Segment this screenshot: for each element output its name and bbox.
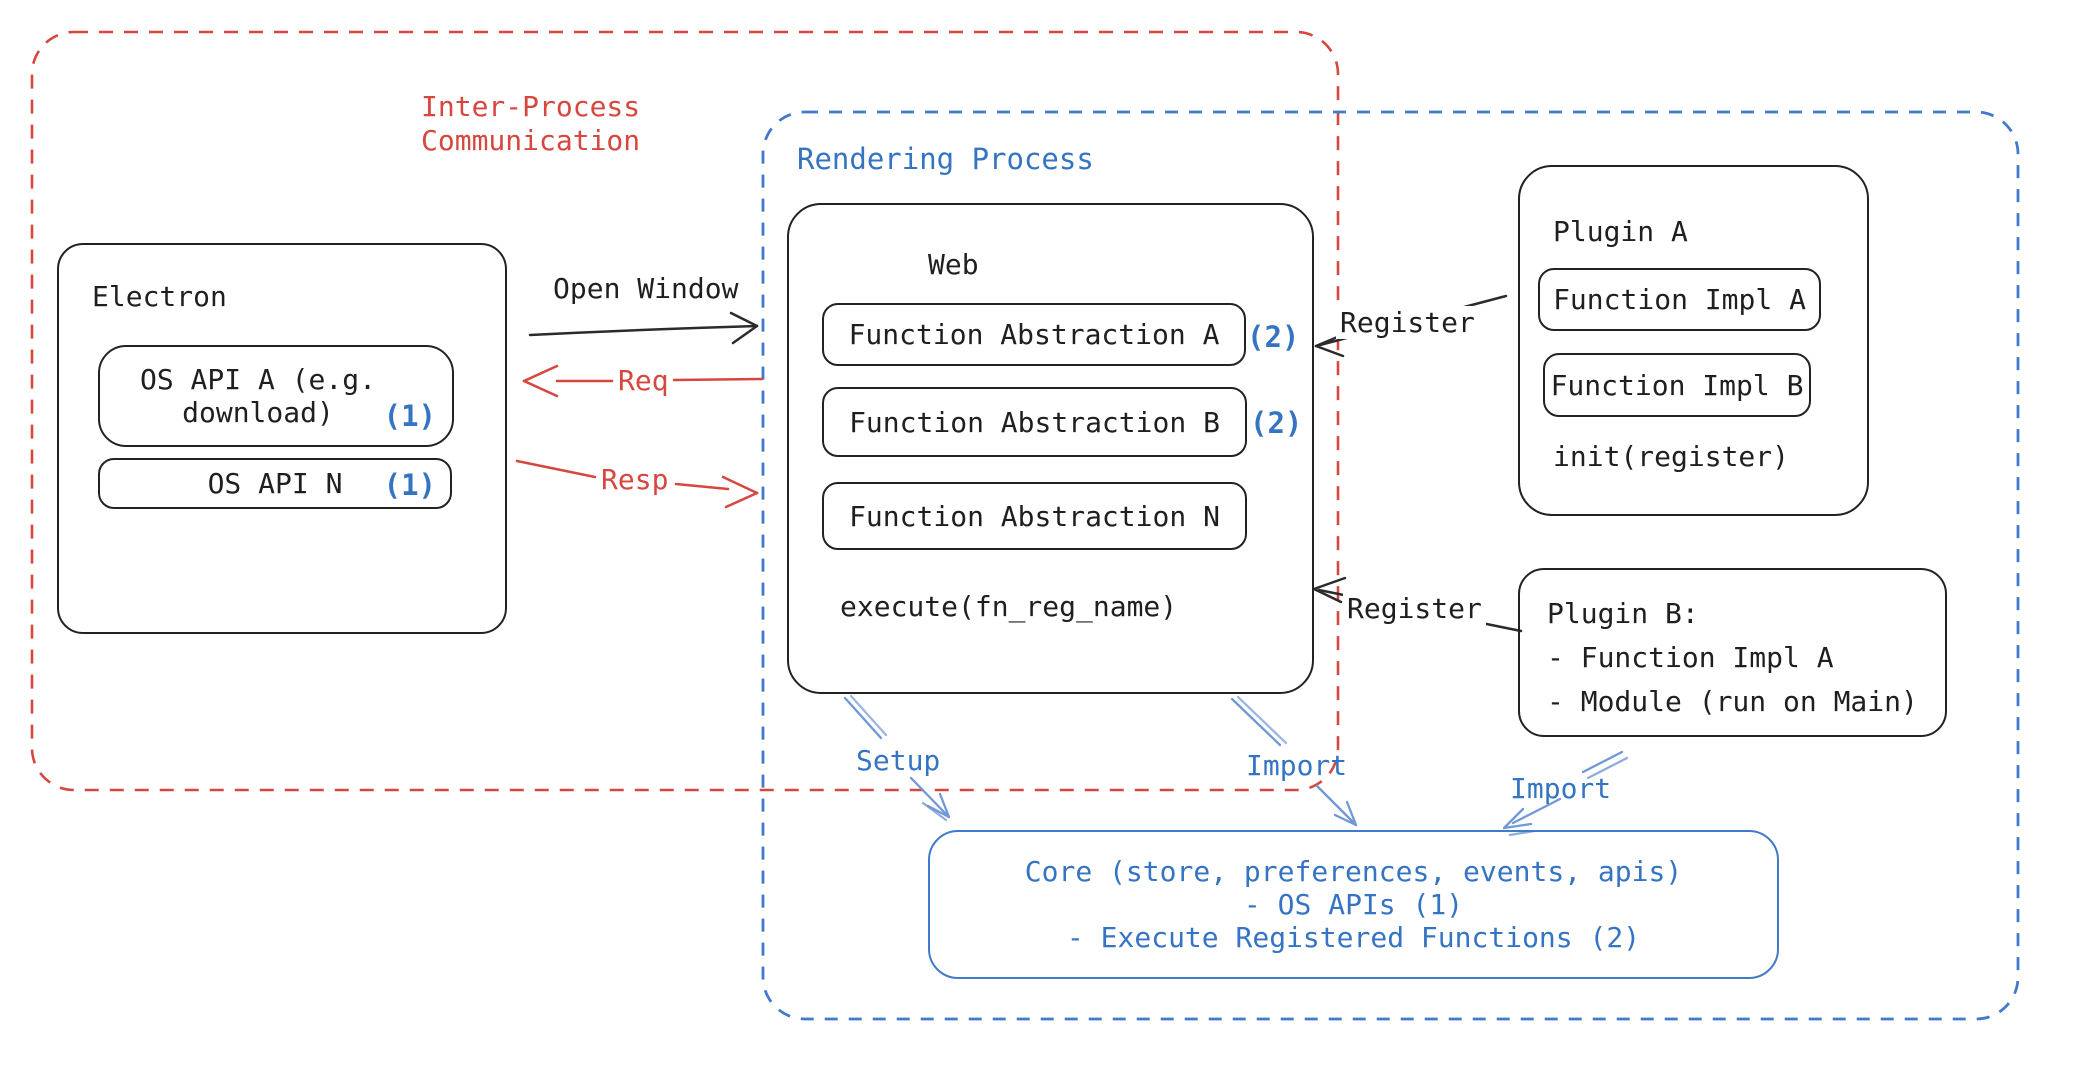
os-api-n-label: OS API N (207, 467, 343, 500)
os-api-a-box: OS API A (e.g.download) (1) (98, 345, 454, 447)
rendering-process-label: Rendering Process (797, 142, 1094, 176)
register-label-2: Register (1343, 592, 1486, 625)
function-abstraction-b-label: Function Abstraction B (849, 405, 1220, 439)
function-abstraction-a-label: Function Abstraction A (848, 318, 1220, 351)
import-arrow-web (1230, 695, 1358, 827)
electron-title: Electron (92, 280, 227, 313)
setup-label: Setup (856, 744, 941, 777)
function-abstraction-a-badge: (2) (1247, 320, 1300, 354)
os-api-a-badge: (1) (383, 399, 436, 433)
plugin-b-text: Plugin B: - Function Impl A - Module (ru… (1547, 592, 1918, 724)
plugin-b-title: Plugin B: (1547, 597, 1699, 630)
resp-arrow (515, 459, 759, 509)
function-abstraction-b-box: Function Abstraction B (822, 387, 1247, 457)
web-box (787, 203, 1314, 694)
ipc-dashed-region (30, 30, 1340, 792)
open-window-label: Open Window (553, 272, 739, 305)
import-label-2: Import (1510, 772, 1612, 805)
import-label-1: Import (1246, 749, 1348, 782)
core-line-3: - Execute Registered Functions (2) (1066, 921, 1641, 954)
setup-arrow (843, 694, 951, 822)
plugin-b-item-module: - Module (run on Main) (1547, 685, 1918, 718)
plugin-a-box (1518, 165, 1869, 516)
function-abstraction-a-box: Function Abstraction A (822, 303, 1246, 366)
os-api-a-label: OS API A (e.g.download) (139, 363, 376, 429)
web-title: Web (928, 248, 979, 281)
electron-box (57, 243, 507, 634)
import-arrow-plugin-b (1502, 750, 1629, 837)
plugin-b-box (1518, 568, 1947, 737)
resp-label: Resp (597, 463, 673, 496)
function-abstraction-n-box: Function Abstraction N (822, 482, 1247, 550)
req-label: Req (614, 364, 673, 397)
plugin-a-title: Plugin A (1553, 215, 1688, 248)
rendering-process-dashed-region (761, 110, 2020, 1021)
open-window-arrow (528, 311, 759, 345)
function-abstraction-n-label: Function Abstraction N (849, 499, 1220, 533)
function-impl-a-box: Function Impl A (1538, 268, 1821, 331)
function-abstraction-b-badge: (2) (1250, 406, 1303, 440)
core-line-2: - OS APIs (1) (1243, 888, 1464, 921)
function-impl-a-label: Function Impl A (1553, 283, 1806, 316)
init-register-label: init(register) (1553, 440, 1790, 473)
function-impl-b-label: Function Impl B (1550, 368, 1804, 402)
req-arrow (522, 364, 764, 398)
os-api-n-badge: (1) (383, 468, 436, 502)
function-impl-b-box: Function Impl B (1543, 353, 1811, 417)
register-label-1: Register (1336, 306, 1479, 339)
plugin-b-item-impl-a: - Function Impl A (1547, 641, 1834, 674)
core-line-1: Core (store, preferences, events, apis) (1024, 855, 1683, 888)
core-box: Core (store, preferences, events, apis) … (928, 830, 1779, 979)
execute-label: execute(fn_reg_name) (840, 590, 1178, 623)
os-api-n-box: OS API N (1) (98, 458, 452, 509)
